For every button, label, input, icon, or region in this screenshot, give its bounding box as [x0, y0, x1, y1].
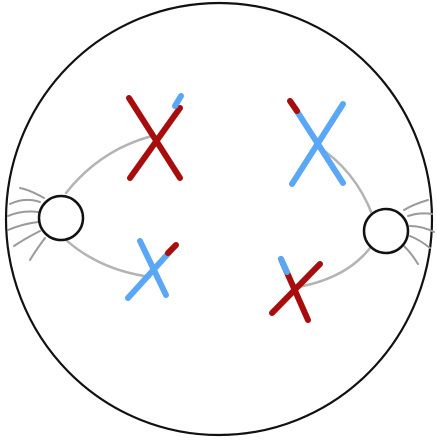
right-centrosome [364, 209, 408, 253]
left-centrosome [39, 196, 83, 240]
